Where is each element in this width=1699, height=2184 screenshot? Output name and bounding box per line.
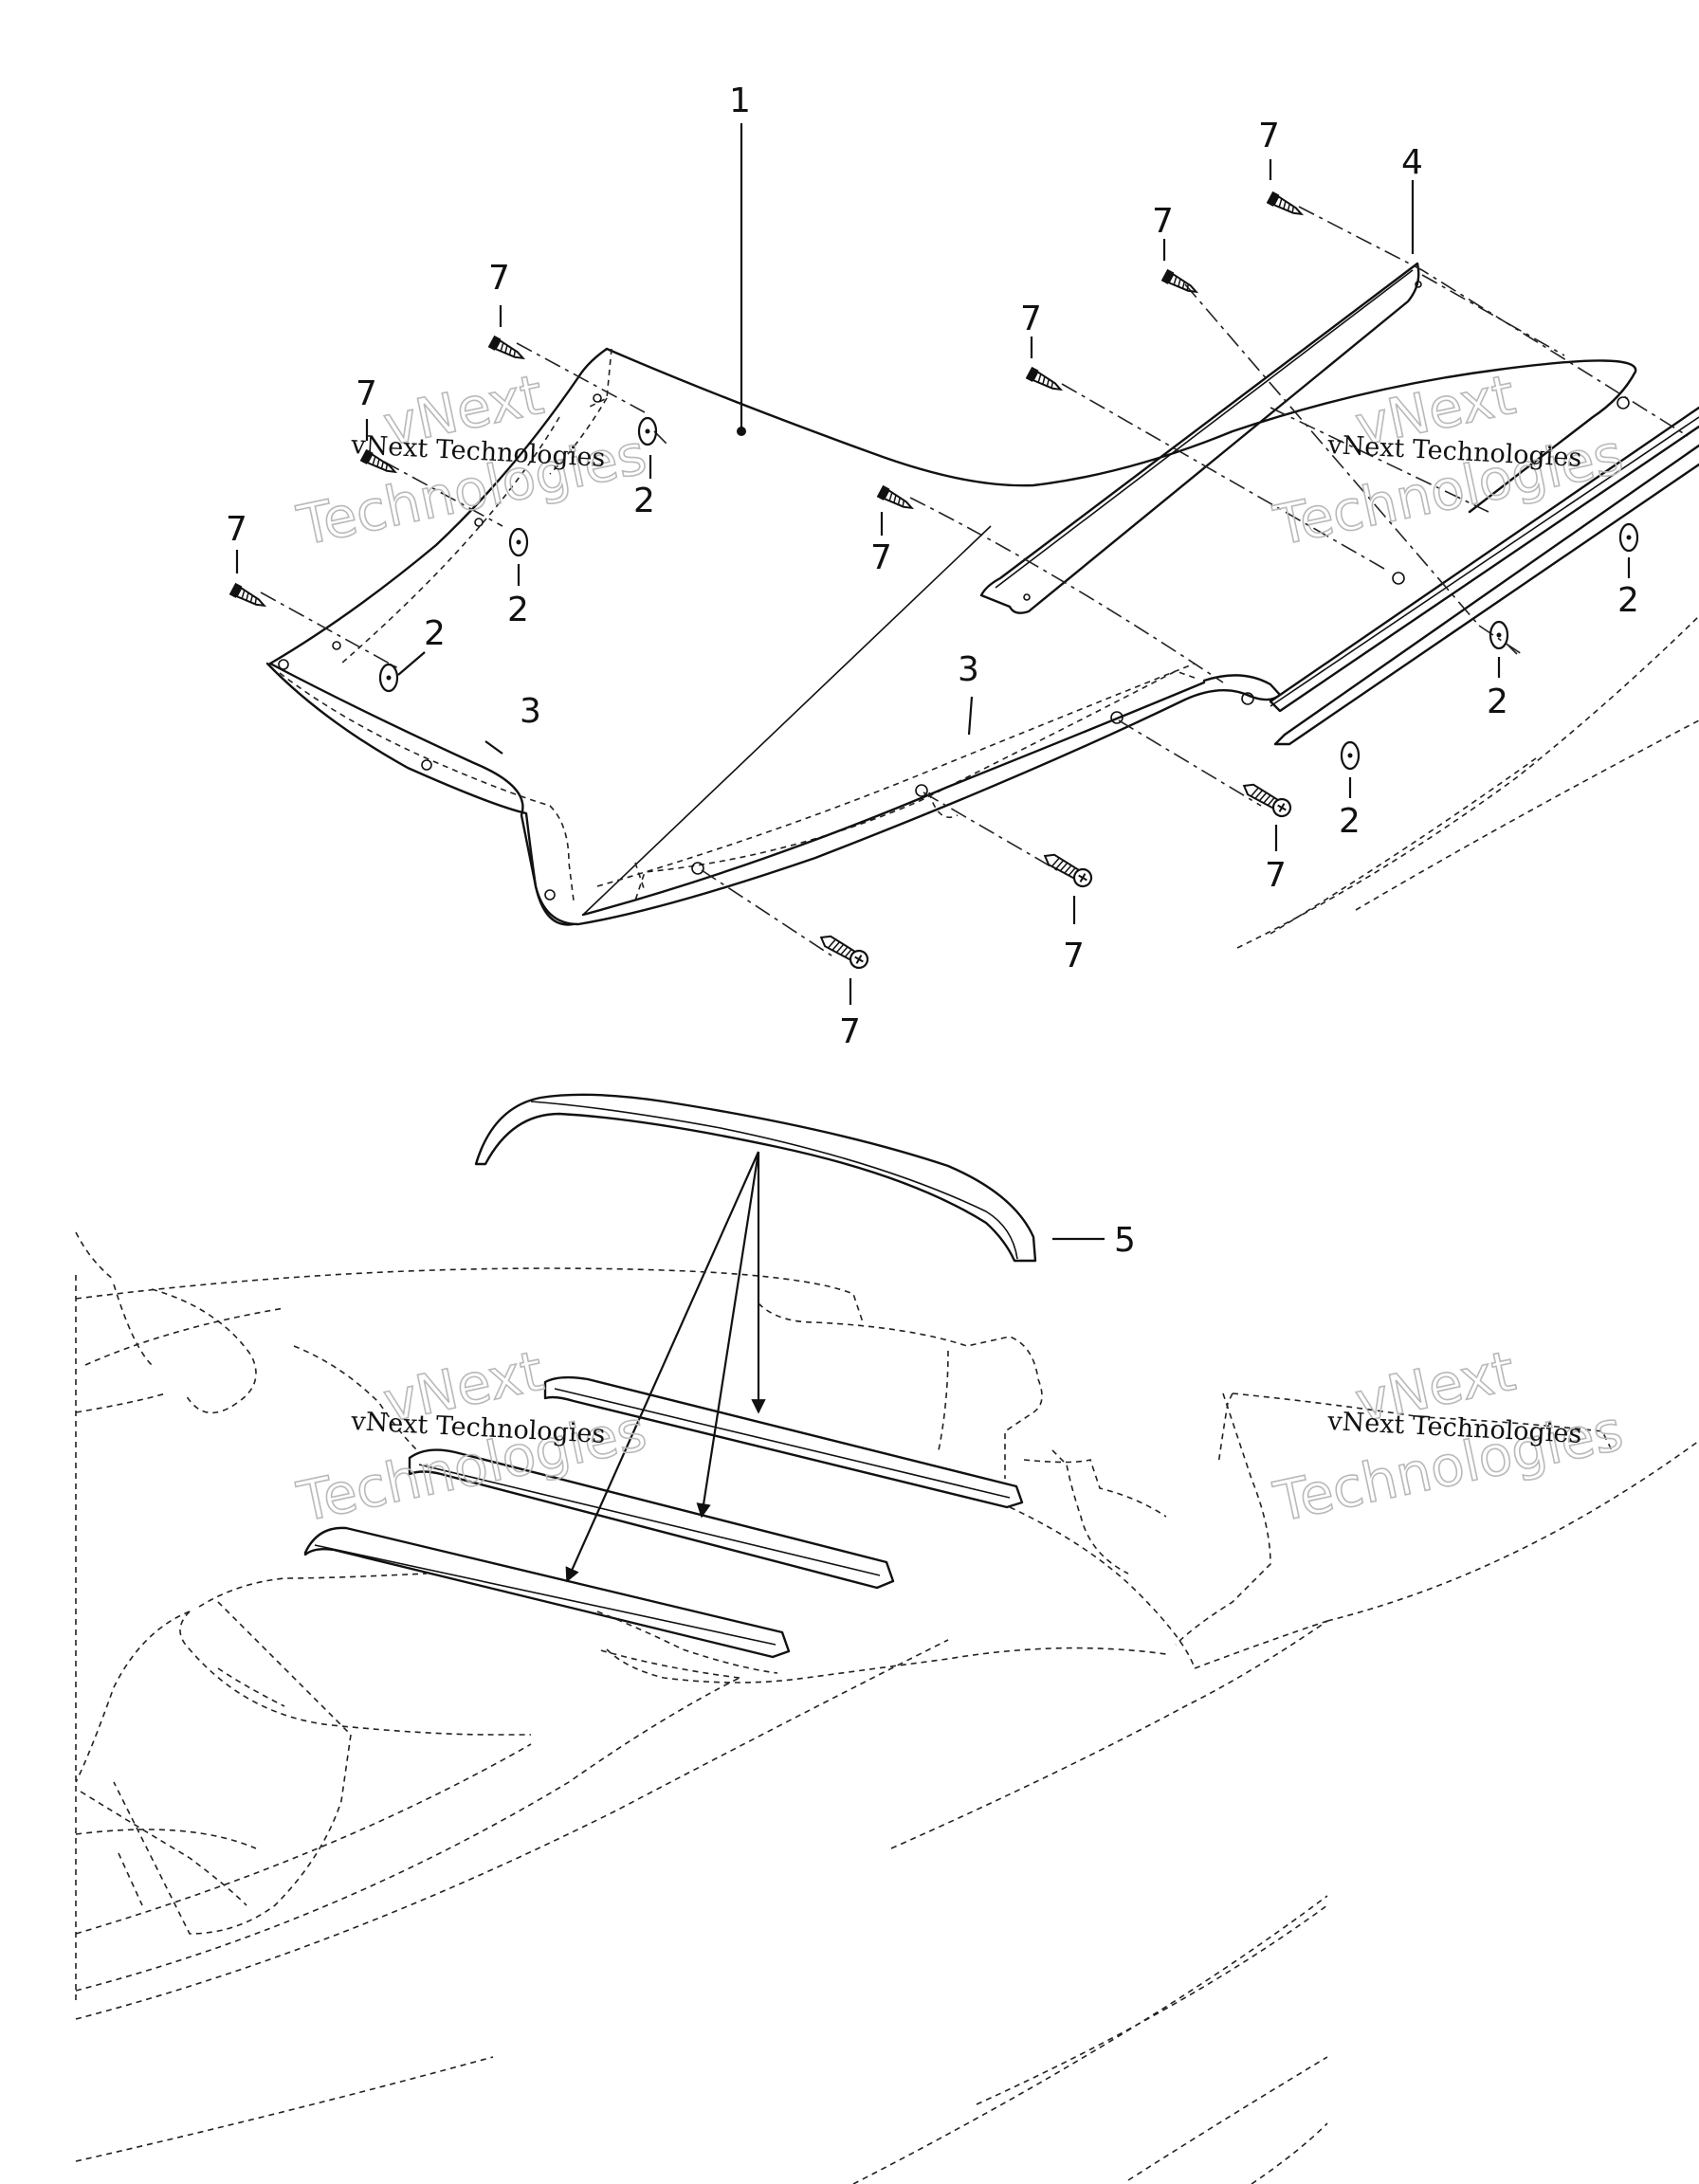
right-rail-lower	[1273, 444, 1699, 746]
callout-7-f: 7	[226, 510, 247, 549]
trim-strip-left	[265, 662, 575, 926]
callout-2-d: 2	[1617, 581, 1639, 620]
deck-strip-middle	[408, 1448, 895, 1590]
callout-7-a: 7	[1258, 117, 1280, 155]
callout-2-e: 2	[1487, 682, 1508, 721]
rear-deck-assembly	[75, 1093, 1699, 2184]
deck-strip-rear	[543, 1375, 1024, 1509]
windshield-bottom-edge	[268, 662, 1282, 926]
right-rail-upper	[1269, 406, 1699, 713]
trim-profile-strip	[474, 1093, 1037, 1263]
callout-2-a: 2	[633, 482, 655, 520]
side-rail-strip	[979, 262, 1420, 614]
callout-7-g: 7	[870, 538, 892, 577]
callout-1: 1	[729, 82, 751, 120]
windshield-inner-line	[582, 525, 992, 916]
watermark-top-right: vNext Technologies vNext Technologies	[1268, 361, 1629, 559]
callout-7-e: 7	[356, 374, 377, 413]
watermark-top-left: vNext Technologies vNext Technologies	[291, 361, 652, 559]
callout-2-f: 2	[1339, 802, 1361, 841]
callout-7-j: 7	[839, 1012, 861, 1051]
watermarks: vNext Technologies vNext Technologies vN…	[291, 361, 1629, 1536]
callout-7-h: 7	[1265, 856, 1287, 895]
callout-2-b: 2	[507, 591, 529, 629]
watermark-bottom-left: vNext Technologies vNext Technologies	[291, 1338, 652, 1536]
callout-labels: 1 4 7 7 7 7 7 7 7 7 7 7 2 2 2 2 2 2 3 3 …	[226, 82, 1639, 1260]
windshield-panel	[605, 347, 1637, 514]
callout-2-c: 2	[424, 614, 446, 653]
callout-7-b: 7	[1152, 202, 1174, 241]
callout-3-b: 3	[958, 650, 979, 689]
windshield-left-edge	[268, 347, 609, 665]
windshield-assembly	[228, 123, 1699, 1005]
callout-7-c: 7	[1020, 300, 1042, 338]
callout-5: 5	[1114, 1221, 1136, 1260]
deck-strip-front	[303, 1526, 791, 1659]
callout-3-a: 3	[520, 692, 541, 731]
callout-4: 4	[1401, 143, 1423, 182]
callout-7-i: 7	[1063, 937, 1085, 975]
watermark-bottom-right: vNext Technologies vNext Technologies	[1268, 1338, 1629, 1536]
callout-7-d: 7	[488, 259, 510, 298]
